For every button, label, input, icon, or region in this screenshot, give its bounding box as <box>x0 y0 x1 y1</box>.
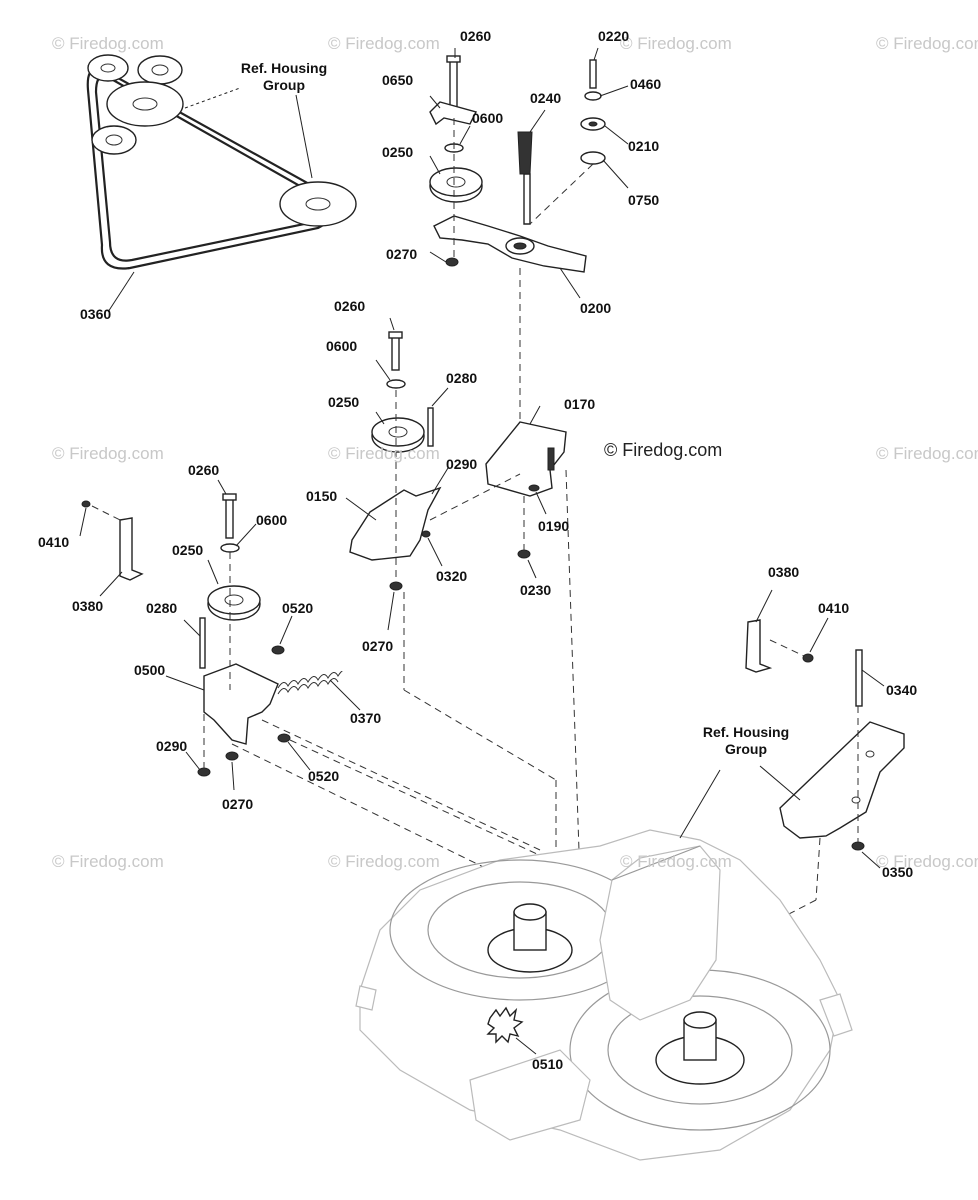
ref-housing-label-right: Ref. Housing Group <box>694 724 798 758</box>
part-callout-0230: 0230 <box>520 582 552 598</box>
part-callout-0240: 0240 <box>530 90 562 106</box>
part-callout-0460: 0460 <box>630 76 662 92</box>
part-callout-0750: 0750 <box>628 192 660 208</box>
part-callout-0370: 0370 <box>350 710 382 726</box>
part-callout-0190: 0190 <box>538 518 570 534</box>
part-callout-0520: 0520 <box>282 600 314 616</box>
watermark: © Firedog.com <box>52 34 164 53</box>
watermark: © Firedog.com <box>876 444 978 463</box>
watermark: © Firedog.com <box>328 444 440 463</box>
part-callout-0600: 0600 <box>472 110 504 126</box>
part-callout-0270: 0270 <box>222 796 254 812</box>
part-callout-0320: 0320 <box>436 568 468 584</box>
part-callout-0150: 0150 <box>306 488 338 504</box>
watermark: © Firedog.com <box>328 34 440 53</box>
watermark: © Firedog.com <box>52 852 164 871</box>
part-callout-0250: 0250 <box>382 144 414 160</box>
watermark: © Firedog.com <box>620 852 732 871</box>
part-callout-0520: 0520 <box>308 768 340 784</box>
middle-bracket-group <box>345 317 581 900</box>
left-idler-group <box>79 479 551 881</box>
ref-housing-text: Ref. Housing Group <box>702 724 790 757</box>
part-callout-0280: 0280 <box>446 370 478 386</box>
watermark: © Firedog.com <box>52 444 164 463</box>
ref-housing-text: Ref. Housing Group <box>240 60 328 93</box>
part-callout-0290: 0290 <box>156 738 188 754</box>
part-callout-0500: 0500 <box>134 662 166 678</box>
part-callout-0410: 0410 <box>818 600 850 616</box>
part-callout-0210: 0210 <box>628 138 660 154</box>
watermark: © Firedog.com <box>620 34 732 53</box>
belt-assembly <box>86 54 357 313</box>
part-callout-0260: 0260 <box>188 462 220 478</box>
part-callout-0650: 0650 <box>382 72 414 88</box>
mower-deck <box>355 769 853 1161</box>
part-callout-0380: 0380 <box>768 564 800 580</box>
watermark: © Firedog.com <box>328 852 440 871</box>
part-callout-0220: 0220 <box>598 28 630 44</box>
part-callout-0410: 0410 <box>38 534 70 550</box>
top-idler-arm-group <box>429 47 629 420</box>
part-callout-0380: 0380 <box>72 598 104 614</box>
copyright-notice: © Firedog.com <box>604 440 723 460</box>
part-callout-0290: 0290 <box>446 456 478 472</box>
ref-housing-label-top: Ref. Housing Group <box>232 60 336 94</box>
part-callout-0260: 0260 <box>334 298 366 314</box>
part-callout-0510: 0510 <box>532 1056 564 1072</box>
part-callout-0350: 0350 <box>882 864 914 880</box>
part-callout-0280: 0280 <box>146 600 178 616</box>
part-callout-0600: 0600 <box>326 338 358 354</box>
watermark: © Firedog.com <box>876 852 978 871</box>
part-callout-0260: 0260 <box>460 28 492 44</box>
part-callout-0340: 0340 <box>886 682 918 698</box>
part-callout-0250: 0250 <box>172 542 204 558</box>
part-callout-0270: 0270 <box>362 638 394 654</box>
part-callout-0200: 0200 <box>580 300 612 316</box>
part-callout-0250: 0250 <box>328 394 360 410</box>
part-callout-0360: 0360 <box>80 306 112 322</box>
part-callout-0270: 0270 <box>386 246 418 262</box>
part-callout-0600: 0600 <box>256 512 288 528</box>
watermark: © Firedog.com <box>876 34 978 53</box>
part-callout-0170: 0170 <box>564 396 596 412</box>
